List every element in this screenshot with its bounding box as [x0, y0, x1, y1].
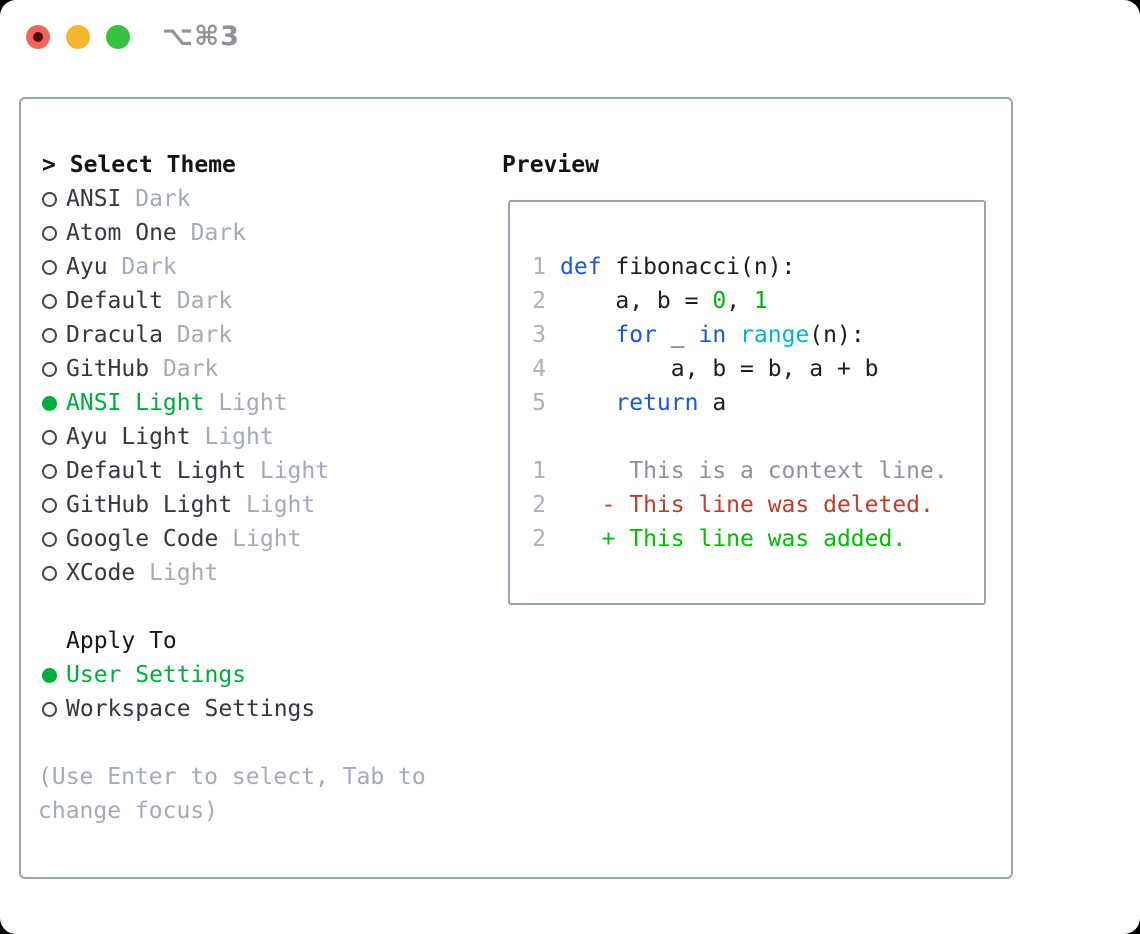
- radio-unselected-icon: [42, 259, 57, 275]
- radio-unselected-icon: [42, 531, 57, 547]
- option-label: XCode Light: [66, 560, 219, 586]
- minimize-button[interactable]: [66, 25, 90, 49]
- theme-option[interactable]: Google Code Light: [42, 522, 329, 556]
- theme-option[interactable]: XCode Light: [42, 556, 329, 590]
- option-label: GitHub Light Light: [66, 492, 316, 518]
- diff-line: 1 This is a context line.: [524, 454, 984, 488]
- theme-option[interactable]: Atom One Dark: [42, 216, 329, 250]
- radio-unselected-icon: [42, 225, 57, 241]
- theme-option[interactable]: GitHub Dark: [42, 352, 329, 386]
- diff-text-context: This is a context line.: [560, 458, 948, 484]
- preview-title: Preview: [502, 152, 599, 178]
- code-text: return a: [615, 390, 727, 416]
- option-label: Atom One Dark: [66, 220, 247, 246]
- radio-unselected-icon: [42, 327, 57, 343]
- radio-unselected-icon: [42, 191, 57, 207]
- option-label: ANSI Dark: [66, 186, 191, 212]
- code-text: a, b = 0, 1: [560, 288, 768, 314]
- code-text: a, b = b, a + b: [560, 356, 879, 382]
- option-label: Ayu Light Light: [66, 424, 274, 450]
- diff-line: 2 + This line was added.: [524, 522, 984, 556]
- option-label: Google Code Light: [66, 526, 302, 552]
- radio-unselected-icon: [42, 565, 57, 581]
- option-label: Ayu Dark: [66, 254, 177, 280]
- diff-text-added: + This line was added.: [560, 526, 907, 552]
- apply-to-option[interactable]: Workspace Settings: [42, 692, 315, 726]
- theme-option[interactable]: ANSI Light Light: [42, 386, 329, 420]
- theme-option[interactable]: ANSI Dark: [42, 182, 329, 216]
- code-line: 3 for _ in range(n):: [524, 318, 984, 352]
- line-number: 1: [532, 458, 546, 484]
- line-number: 2: [532, 288, 546, 314]
- option-label: ANSI Light Light: [66, 390, 288, 416]
- option-label: Dracula Dark: [66, 322, 233, 348]
- preview-header: Preview: [502, 148, 599, 182]
- radio-selected-icon: [42, 667, 57, 683]
- theme-option[interactable]: GitHub Light Light: [42, 488, 329, 522]
- diff-line: 2 - This line was deleted.: [524, 488, 984, 522]
- diff-text-deleted: - This line was deleted.: [560, 492, 934, 518]
- radio-unselected-icon: [42, 429, 57, 445]
- theme-option[interactable]: Ayu Dark: [42, 250, 329, 284]
- blank-line: [524, 420, 984, 454]
- code-text: for _ in range(n):: [615, 322, 865, 348]
- option-label: Default Dark: [66, 288, 233, 314]
- option-label: Default Light Light: [66, 458, 330, 484]
- line-number: 4: [532, 356, 546, 382]
- theme-panel: [19, 97, 1013, 879]
- focus-marker-icon: >: [42, 152, 56, 178]
- theme-option[interactable]: Dracula Dark: [42, 318, 329, 352]
- apply-to-option[interactable]: User Settings: [42, 658, 315, 692]
- theme-option[interactable]: Ayu Light Light: [42, 420, 329, 454]
- apply-to-title: Apply To: [66, 628, 177, 654]
- radio-unselected-icon: [42, 701, 57, 717]
- code-line: 4 a, b = b, a + b: [524, 352, 984, 386]
- line-number: 2: [532, 492, 546, 518]
- radio-unselected-icon: [42, 361, 57, 377]
- radio-selected-icon: [42, 395, 57, 411]
- theme-option[interactable]: Default Dark: [42, 284, 329, 318]
- radio-unselected-icon: [42, 497, 57, 513]
- option-label: GitHub Dark: [66, 356, 219, 382]
- code-line: 1 def fibonacci(n):: [524, 250, 984, 284]
- select-theme-title: Select Theme: [69, 152, 236, 178]
- radio-unselected-icon: [42, 463, 57, 479]
- code-line: 5 return a: [524, 386, 984, 420]
- line-number: 3: [532, 322, 546, 348]
- option-label: Workspace Settings: [66, 696, 316, 722]
- select-theme-header: > Select Theme: [42, 148, 236, 182]
- line-number: 5: [532, 390, 546, 416]
- zoom-button[interactable]: [106, 25, 130, 49]
- close-button[interactable]: [26, 25, 50, 49]
- option-label: User Settings: [66, 662, 247, 688]
- line-number: 1: [532, 254, 546, 280]
- code-line: 2 a, b = 0, 1: [524, 284, 984, 318]
- code-text: def fibonacci(n):: [560, 254, 796, 280]
- theme-option[interactable]: Default Light Light: [42, 454, 329, 488]
- radio-unselected-icon: [42, 293, 57, 309]
- line-number: 2: [532, 526, 546, 552]
- window-title: ⌥⌘3: [162, 21, 240, 52]
